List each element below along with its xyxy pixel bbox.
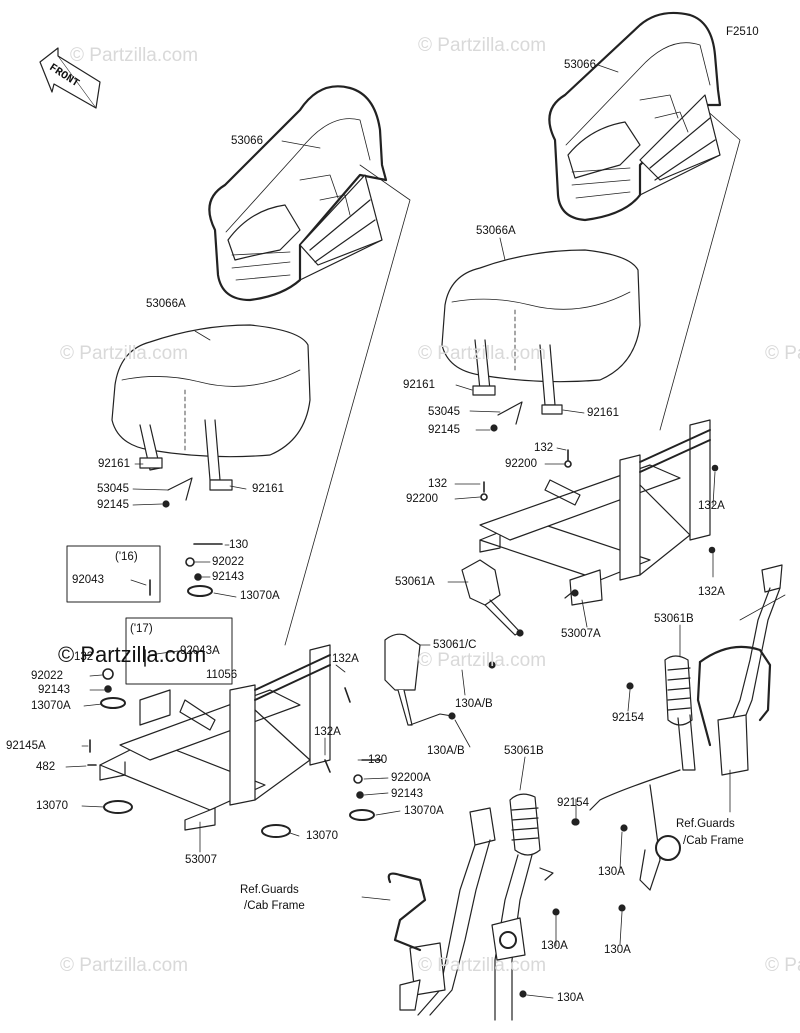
buckle-right-shape xyxy=(461,559,579,637)
label-grommet-13070-r: 13070 xyxy=(306,830,338,842)
label-clip-left: 53045 xyxy=(97,483,129,495)
seatback-right-shape xyxy=(548,11,722,222)
watermark: © Partzilla.com xyxy=(418,35,547,56)
label-bolt-132a-2: 132A xyxy=(314,726,341,738)
label-washer-92022-a: 92022 xyxy=(212,556,244,568)
label-grommet-13070a-a: 13070A xyxy=(240,590,280,602)
label-bolt-130a-r1: 130A xyxy=(598,866,625,878)
label-buckle-center: 53061/C xyxy=(433,639,477,651)
label-ref-left-2: /Cab Frame xyxy=(244,900,305,912)
label-bolt-130a-l2: 130A xyxy=(557,992,584,1004)
label-bolt-130a-l1: 130A xyxy=(541,940,568,952)
watermark: © Partzilla.com xyxy=(60,343,189,364)
label-collar-92154-l: 92154 xyxy=(557,797,589,809)
watermark-main: © Partzilla.com xyxy=(58,642,207,667)
label-pin-482: 482 xyxy=(36,761,56,773)
label-bolt-92143-b: 92143 xyxy=(38,684,70,696)
frame-left-shape xyxy=(99,644,331,831)
label-bolt-130-a: 130 xyxy=(229,539,249,551)
label-washer-92022-b: 92022 xyxy=(31,670,63,682)
label-bolt-132a-r1: 132A xyxy=(698,500,725,512)
label-bracket-right-b: 92161 xyxy=(587,407,619,419)
label-ref-right-1: Ref.Guards xyxy=(676,818,735,830)
bracket-left-shape xyxy=(139,457,163,469)
figure-code: F2510 xyxy=(726,26,759,38)
label-grommet-13070a-c: 13070A xyxy=(404,805,444,817)
label-collar-92154-r: 92154 xyxy=(612,712,644,724)
grommet-left-shape xyxy=(103,800,133,814)
label-seatback-right: 53066 xyxy=(564,59,596,71)
label-bolt-130ab-2: 130A/B xyxy=(427,745,465,757)
seatback-left-shape xyxy=(208,85,388,302)
label-seatback-left: 53066 xyxy=(231,135,263,147)
label-spring-right: 92145 xyxy=(428,424,460,436)
watermark: © Partzilla.com xyxy=(418,955,547,976)
label-cushion-right: 53066A xyxy=(476,225,516,237)
label-bolt-130-b: 130 xyxy=(368,754,388,766)
label-bolt-130ab-1: 130A/B xyxy=(455,698,493,710)
label-bolt-132-r2: 132 xyxy=(428,478,448,490)
label-bolt-92043: 92043 xyxy=(72,574,104,586)
label-bracket-right: 92161 xyxy=(403,379,435,391)
label-bracket-left-b: 92161 xyxy=(252,483,284,495)
label-bracket-left: 92161 xyxy=(98,458,130,470)
watermark: © Partzilla.com xyxy=(60,955,189,976)
label-spring-92145a: 92145A xyxy=(6,740,46,752)
label-cushion-left: 53066A xyxy=(146,298,186,310)
belt-right-shape xyxy=(572,655,696,912)
cushion-left-shape xyxy=(111,324,311,481)
watermark: © Partzilla.com xyxy=(418,343,547,364)
label-washer-92200-r2: 92200 xyxy=(406,493,438,505)
label-bolt-132a-1: 132A xyxy=(332,653,359,665)
label-bolt-130a-r2: 130A xyxy=(604,944,631,956)
watermark: © Partzilla.com xyxy=(765,343,800,364)
watermark: © Partzilla.com xyxy=(418,650,547,671)
label-variant-16: ('16) xyxy=(115,551,138,563)
label-ref-left-1: Ref.Guards xyxy=(240,884,299,896)
cabframe-right-shape xyxy=(696,564,786,776)
label-bolt-92043a: 92043A xyxy=(180,645,220,657)
label-belt-right: 53061B xyxy=(654,613,694,625)
label-bolt-132a-r2: 132A xyxy=(698,586,725,598)
label-bolt-132-l: 132 xyxy=(74,651,94,663)
label-clip-right: 53045 xyxy=(428,406,460,418)
label-variant-17: ('17) xyxy=(130,623,153,635)
label-grommet-13070a-b: 13070A xyxy=(31,700,71,712)
label-buckle-right: 53061A xyxy=(395,576,435,588)
label-bolt-92143-c: 92143 xyxy=(391,788,423,800)
label-frame-right: 53007A xyxy=(561,628,601,640)
label-washer-92200-r1: 92200 xyxy=(505,458,537,470)
belt-left-shape xyxy=(491,793,579,1021)
label-frame-left: 53007 xyxy=(185,854,217,866)
clip-left-shape xyxy=(167,477,193,501)
front-arrow-icon xyxy=(39,47,101,109)
watermark: © Partzilla.com xyxy=(765,955,800,976)
frame-right-shape xyxy=(479,419,711,606)
label-bolt-11056: 11056 xyxy=(206,669,238,681)
label-spring-left: 92145 xyxy=(97,499,129,511)
label-grommet-13070-l: 13070 xyxy=(36,800,68,812)
label-bolt-92143-a: 92143 xyxy=(212,571,244,583)
cabframe-left-shape xyxy=(387,807,496,1016)
label-belt-left: 53061B xyxy=(504,745,544,757)
watermark: © Partzilla.com xyxy=(70,45,199,66)
label-bolt-132-r1: 132 xyxy=(534,442,554,454)
buckle-center-shape xyxy=(384,633,496,726)
label-ref-right-2: /Cab Frame xyxy=(683,835,744,847)
label-washer-92200a: 92200A xyxy=(391,772,431,784)
cushion-right-shape xyxy=(441,249,641,406)
